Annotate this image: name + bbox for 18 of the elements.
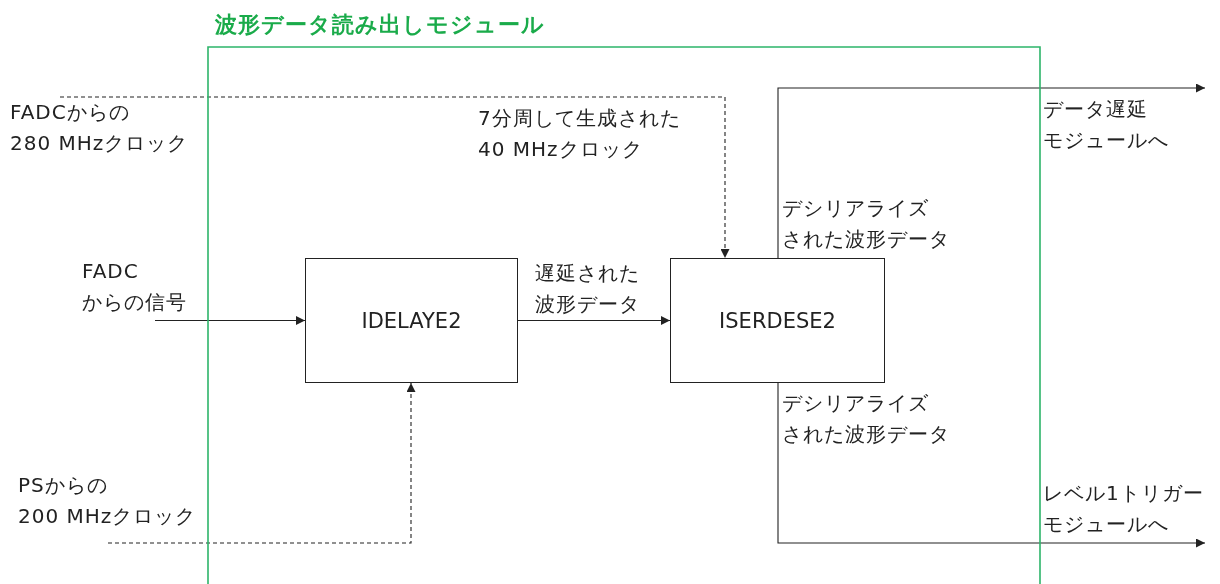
arrow bbox=[59, 96, 730, 259]
signal-label: データ遅延モジュールへ bbox=[1043, 96, 1169, 154]
process-box: ISERDESE2 bbox=[670, 258, 885, 383]
arrow bbox=[777, 382, 1206, 548]
signal-label: レベル1トリガーモジュールへ bbox=[1043, 480, 1204, 538]
signal-label: FADCからの信号 bbox=[82, 258, 187, 316]
edge-label: 遅延された波形データ bbox=[535, 260, 640, 318]
arrow bbox=[517, 316, 671, 325]
signal-label: PSからの200 MHzクロック bbox=[18, 472, 197, 530]
arrow bbox=[107, 382, 416, 544]
process-box: IDELAYE2 bbox=[305, 258, 518, 383]
edge-label: デシリアライズされた波形データ bbox=[782, 390, 950, 448]
module-title: 波形データ読み出しモジュール bbox=[215, 11, 545, 39]
signal-label: FADCからの280 MHzクロック bbox=[10, 99, 189, 157]
edge-label: 7分周して生成された40 MHzクロック bbox=[478, 105, 681, 163]
edge-label: デシリアライズされた波形データ bbox=[782, 195, 950, 253]
arrow bbox=[154, 316, 306, 325]
arrow bbox=[777, 83, 1206, 259]
